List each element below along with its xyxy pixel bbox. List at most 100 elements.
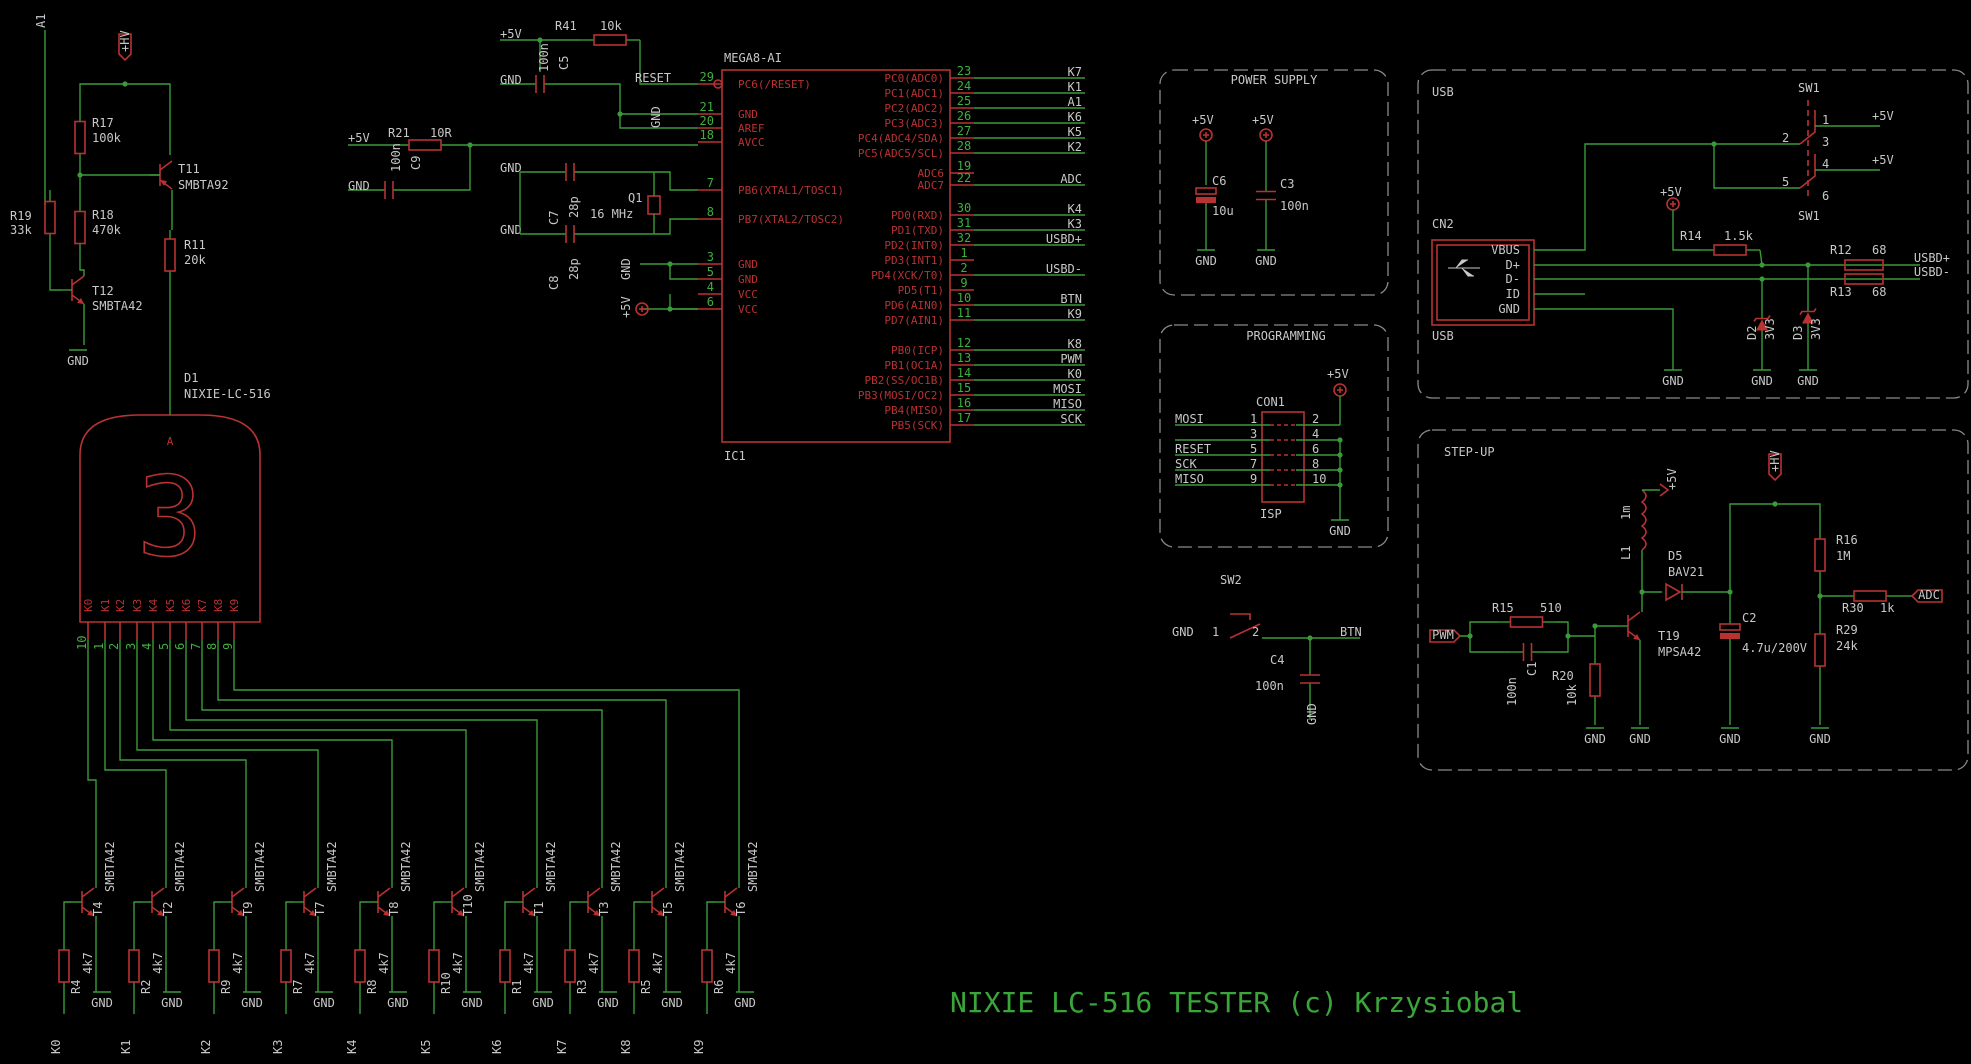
gnd-label: GND xyxy=(1305,703,1319,725)
ic1-pin-name: PD6(AIN0) xyxy=(884,299,944,312)
ic1-pin-name: PC2(ADC2) xyxy=(884,102,944,115)
ic1-pin-name: PB1(OC1A) xyxy=(884,359,944,372)
t19-ref: T19 xyxy=(1658,629,1680,643)
con1-pin: 2 xyxy=(1312,412,1319,426)
wire xyxy=(639,40,698,85)
c5-capacitor xyxy=(535,75,545,93)
c2-capacitor-plate xyxy=(1720,633,1740,639)
gnd-label: GND xyxy=(649,106,663,128)
r21-value: 10R xyxy=(430,126,452,140)
usbd-minus-label: USBD- xyxy=(1914,265,1950,279)
sw1-ref2: SW1 xyxy=(1798,209,1820,223)
driver-transistor xyxy=(578,887,601,917)
driver-transistor xyxy=(513,887,536,917)
ic1-pin-name: PC4(ADC4/SDA) xyxy=(858,132,944,145)
c5-ref: C5 xyxy=(557,56,571,70)
driver-r-ref: R7 xyxy=(291,980,305,994)
ic1-pin-name: ADC6 xyxy=(918,167,945,180)
nixie-cathode-label: K7 xyxy=(196,599,209,612)
ic1-pin-name: PD5(T1) xyxy=(898,284,944,297)
wire xyxy=(1469,636,1510,653)
nixie-cathode-label: K2 xyxy=(114,599,127,612)
net-label: K1 xyxy=(1068,80,1082,94)
wire xyxy=(433,901,442,940)
ic1-pin-num: 7 xyxy=(707,176,714,190)
r20-ref: R20 xyxy=(1552,669,1574,683)
wire xyxy=(201,640,603,888)
driver-transistor xyxy=(72,887,95,917)
con1-isp-header xyxy=(1261,411,1305,503)
ic1-pin-num: 30 xyxy=(957,201,971,215)
r11-value: 20k xyxy=(184,253,206,267)
driver-k-label: K7 xyxy=(555,1040,569,1054)
junction xyxy=(667,306,673,312)
gnd-label: GND xyxy=(1584,732,1606,746)
con1-net: MOSI xyxy=(1175,412,1204,426)
gnd-label: GND xyxy=(67,354,89,368)
c6-capacitor xyxy=(1195,187,1217,195)
r12-resistor xyxy=(1844,259,1884,271)
ic1-pin-num: 16 xyxy=(957,396,971,410)
driver-r-ref: R5 xyxy=(639,980,653,994)
r41-ref: R41 xyxy=(555,19,577,33)
t19-value: MPSA42 xyxy=(1658,645,1701,659)
ic1-pin-num: 25 xyxy=(957,94,971,108)
gnd-label: GND xyxy=(619,258,633,280)
r21-resistor xyxy=(408,139,442,151)
vcc-symbol xyxy=(1259,128,1273,142)
usb-frame xyxy=(1417,69,1969,399)
gnd-label: GND xyxy=(461,996,483,1010)
driver-r-ref: R3 xyxy=(575,980,589,994)
ic1-pin-num: 6 xyxy=(707,295,714,309)
vcc-label: +5V xyxy=(348,131,370,145)
ic1-pin-num: 10 xyxy=(957,291,971,305)
ic1-pin-num: 1 xyxy=(960,246,967,260)
pwm-flag xyxy=(1429,629,1462,643)
r14-resistor xyxy=(1713,244,1747,256)
wire xyxy=(233,640,740,888)
nixie-pin-num: 9 xyxy=(221,643,235,650)
driver-t-ref: T8 xyxy=(387,902,401,916)
driver-transistor xyxy=(294,887,317,917)
wire xyxy=(79,255,85,276)
wire xyxy=(87,640,97,888)
driver-k-label: K5 xyxy=(419,1040,433,1054)
nixie-cathode-label: K8 xyxy=(212,599,225,612)
gnd-label: GND xyxy=(241,996,263,1010)
t11-ref: T11 xyxy=(178,162,200,176)
junction xyxy=(1805,262,1811,268)
driver-t-ref: T2 xyxy=(161,902,175,916)
gnd-label: GND xyxy=(597,996,619,1010)
driver-r-ref: R4 xyxy=(69,980,83,994)
c2-value: 4.7u/200V xyxy=(1742,641,1807,655)
r19-resistor xyxy=(44,200,56,235)
r17-ref: R17 xyxy=(92,116,114,130)
sw1-pin: 2 xyxy=(1782,131,1789,145)
d2-value: 3V3 xyxy=(1763,318,1777,340)
r29-resistor xyxy=(1814,633,1826,667)
ic1-pin-name: PB4(MISO) xyxy=(884,404,944,417)
driver-t-value: SMBTA42 xyxy=(473,841,487,892)
hv-flag xyxy=(1768,453,1782,482)
wire xyxy=(1672,210,1700,251)
net-label: USBD+ xyxy=(1046,232,1082,246)
c9-capacitor xyxy=(384,181,394,199)
usb-title: USB xyxy=(1432,85,1454,99)
ic1-pin-name: PC6(/RESET) xyxy=(738,78,811,91)
r29-ref: R29 xyxy=(1836,623,1858,637)
driver-resistor xyxy=(354,949,366,983)
nixie-pin-num: 5 xyxy=(157,643,171,650)
r30-ref: R30 xyxy=(1842,601,1864,615)
ic1-pin-name: GND xyxy=(738,258,758,271)
driver-resistor xyxy=(701,949,713,983)
t11-transistor xyxy=(150,160,173,190)
r21-ref: R21 xyxy=(388,126,410,140)
r13-resistor xyxy=(1844,273,1884,285)
junction xyxy=(667,261,673,267)
vcc-label: +5V xyxy=(1192,113,1214,127)
gnd-label: GND xyxy=(500,73,522,87)
driver-t-value: SMBTA42 xyxy=(253,841,267,892)
ic1-pin-num: 3 xyxy=(707,250,714,264)
driver-t-value: SMBTA42 xyxy=(325,841,339,892)
nixie-digit: 3 xyxy=(137,453,203,581)
